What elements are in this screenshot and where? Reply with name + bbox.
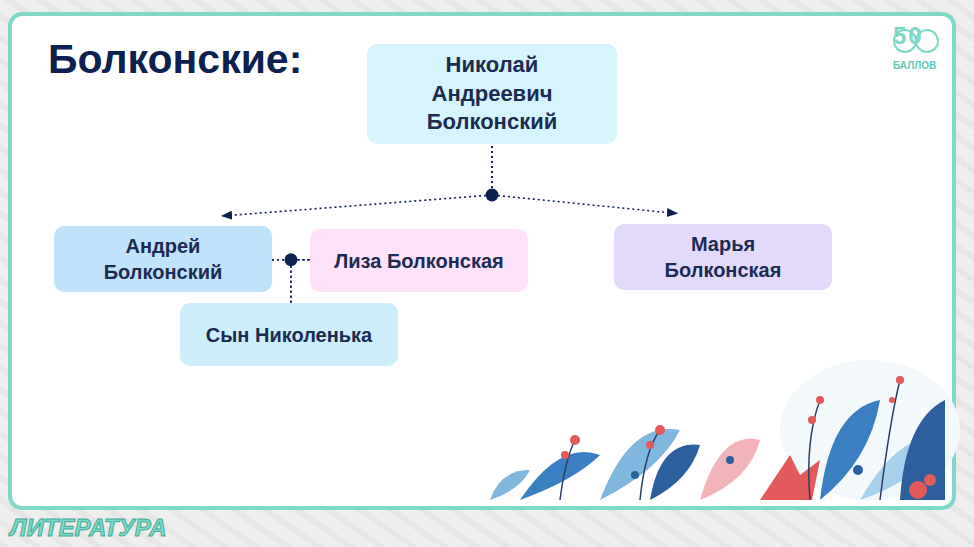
box-content: Андрей Болконский — [78, 233, 248, 285]
person-name: Андрей Болконский — [78, 233, 248, 285]
box-content: Лиза Болконская — [334, 248, 503, 274]
box-content: Сын Николенька — [206, 322, 372, 348]
person-name: Лиза Болконская — [334, 248, 503, 274]
person-box: Андрей Болконский — [54, 226, 272, 292]
junction-dot — [285, 253, 298, 266]
family-link — [492, 146, 677, 214]
logo-caption: БАЛЛОВ — [893, 60, 936, 71]
subject-label: ЛИТЕРАТУРА — [10, 514, 167, 542]
person-box: Марья Болконская — [614, 224, 832, 290]
logo-number: 50 — [893, 22, 924, 50]
flower-illustration — [490, 360, 960, 500]
slide-title: Болконские: — [48, 36, 302, 83]
person-box: Лиза Болконская — [310, 229, 528, 292]
box-content: Марья Болконская — [638, 231, 808, 283]
person-name: Марья Болконская — [638, 231, 808, 283]
person-name: Николай Андреевич Болконский — [397, 51, 587, 137]
person-box: Николай Андреевич Болконский — [367, 44, 617, 144]
family-link — [222, 146, 492, 216]
junction-dot — [486, 189, 499, 202]
box-content: Николай Андреевич Болконский — [397, 51, 587, 137]
person-box: Сын Николенька — [180, 303, 398, 366]
person-name: Сын Николенька — [206, 322, 372, 348]
family-link — [291, 260, 310, 303]
family-link — [272, 260, 291, 303]
